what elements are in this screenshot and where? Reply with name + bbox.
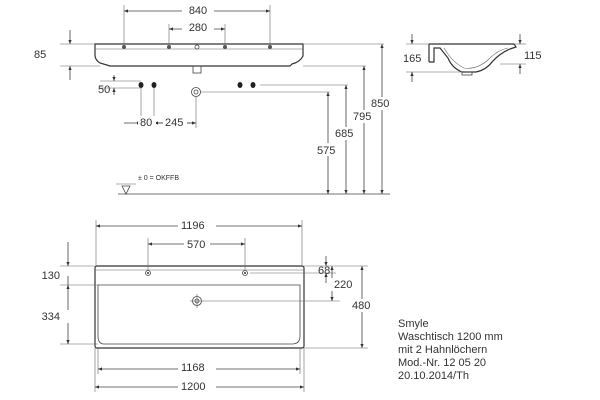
- dim-130: 130: [42, 270, 60, 282]
- basin-front-outline: [94, 43, 304, 67]
- model-number: Mod.-Nr. 12 05 20: [398, 357, 487, 369]
- side-view: 165 115: [403, 34, 542, 82]
- dim-1196: 1196: [181, 220, 205, 232]
- dim-280: 280: [189, 22, 207, 34]
- dim-840: 840: [189, 5, 207, 17]
- dim-795: 795: [353, 111, 371, 123]
- dim-165: 165: [403, 53, 421, 65]
- dim-245: 245: [165, 117, 183, 129]
- floor-reference-label: ± 0 = OKFFB: [138, 175, 179, 182]
- dim-850: 850: [371, 98, 389, 110]
- dim-1200: 1200: [181, 381, 205, 393]
- product-name: Smyle: [398, 318, 429, 330]
- dim-575: 575: [317, 145, 335, 157]
- dim-480: 480: [352, 300, 370, 312]
- top-view: 1196 570 130 334 68 220 480: [42, 218, 374, 393]
- dim-1168: 1168: [181, 362, 205, 374]
- dim-50: 50: [98, 84, 110, 96]
- dim-220: 220: [334, 279, 352, 291]
- basin-side-profile: [429, 43, 517, 73]
- dim-68: 68: [318, 265, 330, 277]
- dim-334: 334: [42, 311, 60, 323]
- dim-685: 685: [335, 128, 353, 140]
- tap-hole-note: mit 2 Hahnlöchern: [398, 344, 488, 356]
- basin-top-outline: [94, 265, 305, 349]
- dim-85: 85: [34, 49, 46, 61]
- product-description: Waschtisch 1200 mm: [398, 331, 503, 343]
- dim-115: 115: [524, 50, 542, 62]
- dim-80: 80: [140, 117, 152, 129]
- front-view: 840 280 85 50 80 245: [34, 3, 392, 195]
- dim-570: 570: [187, 239, 205, 251]
- drawing-date: 20.10.2014/Th: [398, 370, 469, 382]
- title-block: Smyle Waschtisch 1200 mm mit 2 Hahnlöche…: [398, 318, 503, 383]
